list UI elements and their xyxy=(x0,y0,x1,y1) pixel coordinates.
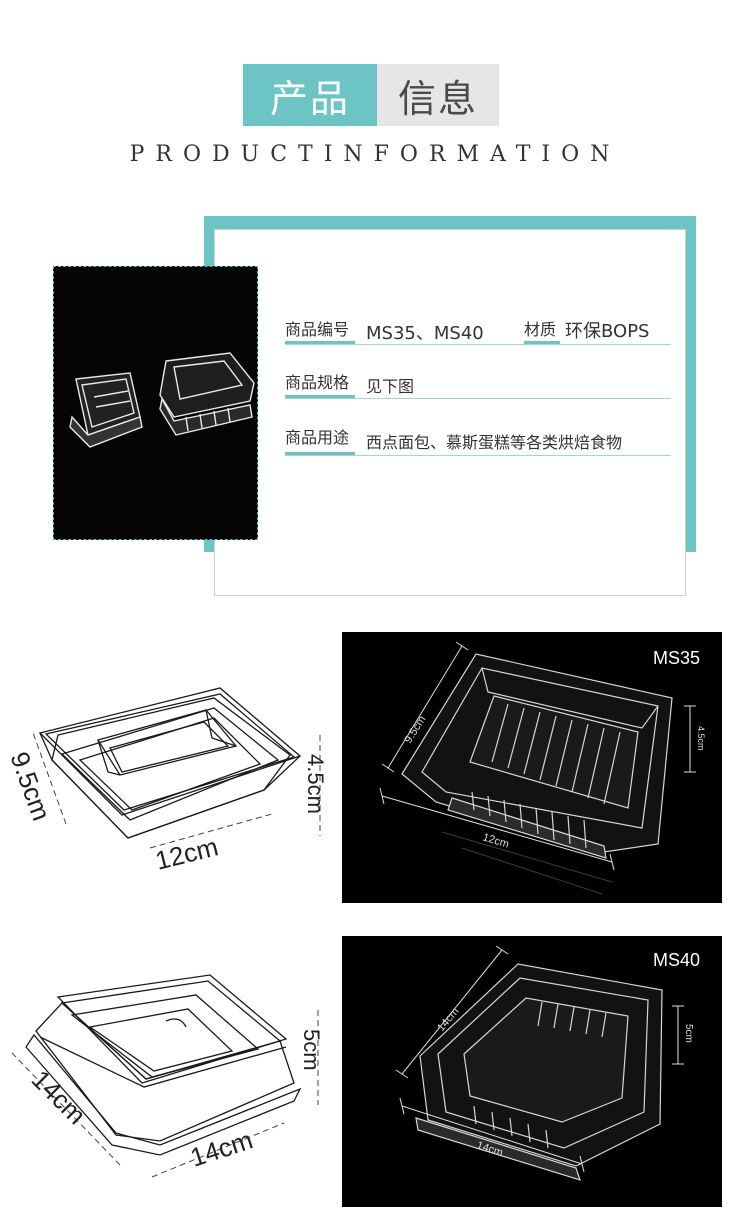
usage-label: 商品用途 xyxy=(285,428,350,447)
spec-label: 商品规格 xyxy=(285,373,350,392)
thumbnail-illustration xyxy=(69,352,255,448)
usage-value: 西点面包、慕斯蛋糕等各类烘焙食物 xyxy=(366,433,623,452)
ms35-width-label: 12cm xyxy=(152,831,221,875)
info-card xyxy=(214,229,686,596)
material-label: 材质 xyxy=(524,320,557,339)
row-divider-3 xyxy=(285,455,671,456)
ms40-model-tag: MS40 xyxy=(652,950,700,970)
ms40-photo-panel: 14cm 14cm 5cm MS40 xyxy=(342,936,722,1207)
ms40-depth-label: 14cm xyxy=(26,1064,92,1130)
product-thumbnail xyxy=(53,266,258,540)
ms35-photo-illustration: 9.5cm 12cm 4.5cm xyxy=(379,641,706,895)
ms40-photo-illustration: 14cm 14cm 5cm xyxy=(395,945,694,1181)
title-part-1: 产品 xyxy=(269,76,350,121)
ms35-model-tag: MS35 xyxy=(652,648,700,668)
title-plain: 信息 xyxy=(377,64,499,126)
ms40-height-label: 5cm xyxy=(299,1029,324,1071)
spec-underline xyxy=(285,395,355,399)
ms35-line-drawing: 9.5cm 12cm 4.5cm xyxy=(4,687,328,876)
usage-underline xyxy=(285,452,355,456)
material-underline xyxy=(524,341,560,345)
row-divider-1 xyxy=(285,344,671,345)
title-part-2: 信息 xyxy=(397,76,478,121)
ms35-depth-label: 9.5cm xyxy=(4,748,56,825)
ms35-height-label: 4.5cm xyxy=(303,754,328,814)
ms40-line-drawing: 14cm 14cm 5cm xyxy=(11,974,324,1178)
ms40-width-label: 14cm xyxy=(187,1125,257,1173)
ms35-photo-height: 4.5cm xyxy=(696,726,706,751)
code-underline xyxy=(285,341,355,345)
section-subtitle: PRODUCTINFORMATION xyxy=(129,142,621,167)
row-divider-2 xyxy=(285,398,671,399)
spec-value: 见下图 xyxy=(366,377,415,396)
ms40-photo-height: 5cm xyxy=(683,1024,694,1043)
code-label: 商品编号 xyxy=(285,320,350,339)
code-value: MS35、MS40 xyxy=(366,323,484,344)
material-value: 环保BOPS xyxy=(565,321,650,342)
ms35-photo-panel: 9.5cm 12cm 4.5cm MS35 xyxy=(342,632,722,903)
title-highlight: 产品 xyxy=(243,64,377,126)
